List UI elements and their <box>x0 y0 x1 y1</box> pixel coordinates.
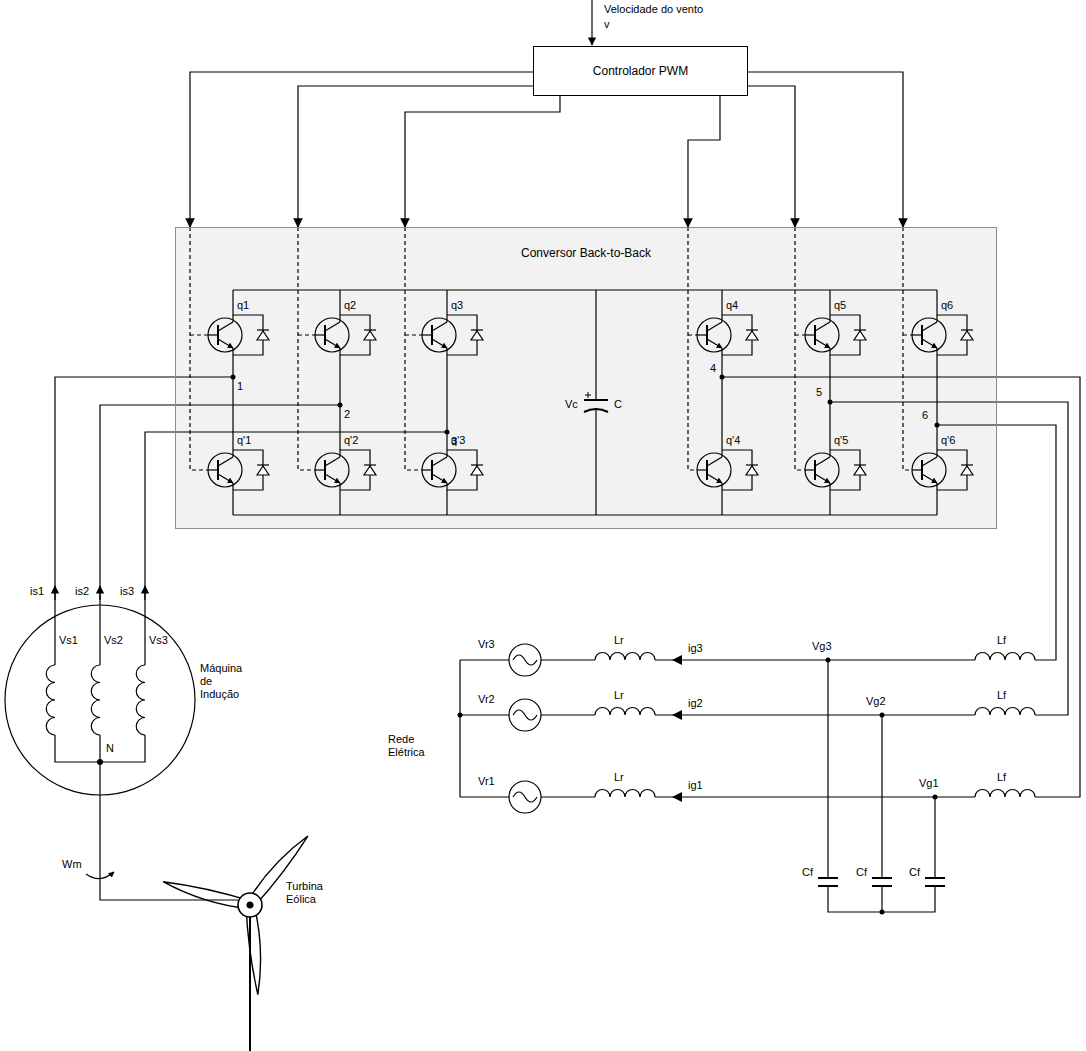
controller-box: Controlador PWM <box>533 46 748 96</box>
control-signal <box>688 96 720 227</box>
circuit-label: 3 <box>451 435 457 448</box>
circuit-label: Vr2 <box>478 693 495 706</box>
control-signal <box>748 86 795 227</box>
control-signal <box>190 72 533 227</box>
circuit-label: q'5 <box>834 434 848 447</box>
circuit-label: q5 <box>834 299 846 312</box>
circuit-label: 5 <box>816 386 822 399</box>
circuit-label: q'6 <box>941 434 955 447</box>
circuit-label: N <box>106 742 114 755</box>
circuit-label: Lr <box>614 634 624 647</box>
control-signal <box>405 96 560 227</box>
circuit-label: Velocidade do vento <box>604 3 703 16</box>
circuit-label: Vs2 <box>104 634 123 647</box>
circuit-label: Rede Elétrica <box>388 733 454 759</box>
circuit-label: v <box>604 18 610 31</box>
circuit-label: Vg2 <box>866 695 886 708</box>
circuit-label: Vs3 <box>149 634 168 647</box>
circuit-label: q'2 <box>344 434 358 447</box>
circuit-label: Wm <box>62 858 82 871</box>
circuit-label: Cf <box>856 866 867 879</box>
switches <box>190 227 973 515</box>
control-signal <box>298 86 533 227</box>
circuit-label: Turbina Eólica <box>286 880 342 906</box>
circuit-label: Vg1 <box>919 777 939 790</box>
circuit-label: 2 <box>344 408 350 421</box>
circuit-label: ig2 <box>688 697 703 710</box>
circuit-label: ig1 <box>688 779 703 792</box>
circuit-label: Máquina de Indução <box>200 662 252 701</box>
circuit-label: is3 <box>120 585 134 598</box>
circuit-label: Lf <box>997 771 1006 784</box>
circuit-label: 6 <box>922 409 928 422</box>
circuit-label: 4 <box>710 362 716 375</box>
node-text: Conversor Back-to-Back <box>521 246 651 260</box>
circuit-label: is2 <box>75 585 89 598</box>
circuit-label: q2 <box>344 299 356 312</box>
circuit-label: is1 <box>30 585 44 598</box>
control-signal <box>748 72 903 227</box>
circuit-label: q3 <box>451 299 463 312</box>
circuit-label: Vs1 <box>59 634 78 647</box>
circuit-label: q1 <box>237 299 249 312</box>
circuit-label: Vr1 <box>478 775 495 788</box>
wiring <box>5 0 1080 1051</box>
junctions <box>97 655 938 915</box>
circuit-label: ig3 <box>688 642 703 655</box>
circuit-label: Vg3 <box>812 640 832 653</box>
circuit-label: q6 <box>941 299 953 312</box>
circuit-label: q'4 <box>726 434 740 447</box>
circuit-label: 1 <box>237 380 243 393</box>
circuit-label: Lf <box>997 634 1006 647</box>
circuit-label: Lr <box>614 689 624 702</box>
circuit-label: Vc <box>565 398 578 411</box>
circuit-label: Cf <box>909 866 920 879</box>
circuit-label: Cf <box>802 866 813 879</box>
circuit-label: q'1 <box>237 434 251 447</box>
converter-box: Conversor Back-to-Back <box>175 227 997 529</box>
circuit-label: q4 <box>726 299 738 312</box>
circuit-label: Lr <box>614 771 624 784</box>
circuit-label: C <box>614 398 622 411</box>
node-text: Controlador PWM <box>593 64 688 78</box>
circuit-label: Lf <box>997 689 1006 702</box>
converter-ground <box>175 227 997 529</box>
circuit-label: Vr3 <box>478 638 495 651</box>
